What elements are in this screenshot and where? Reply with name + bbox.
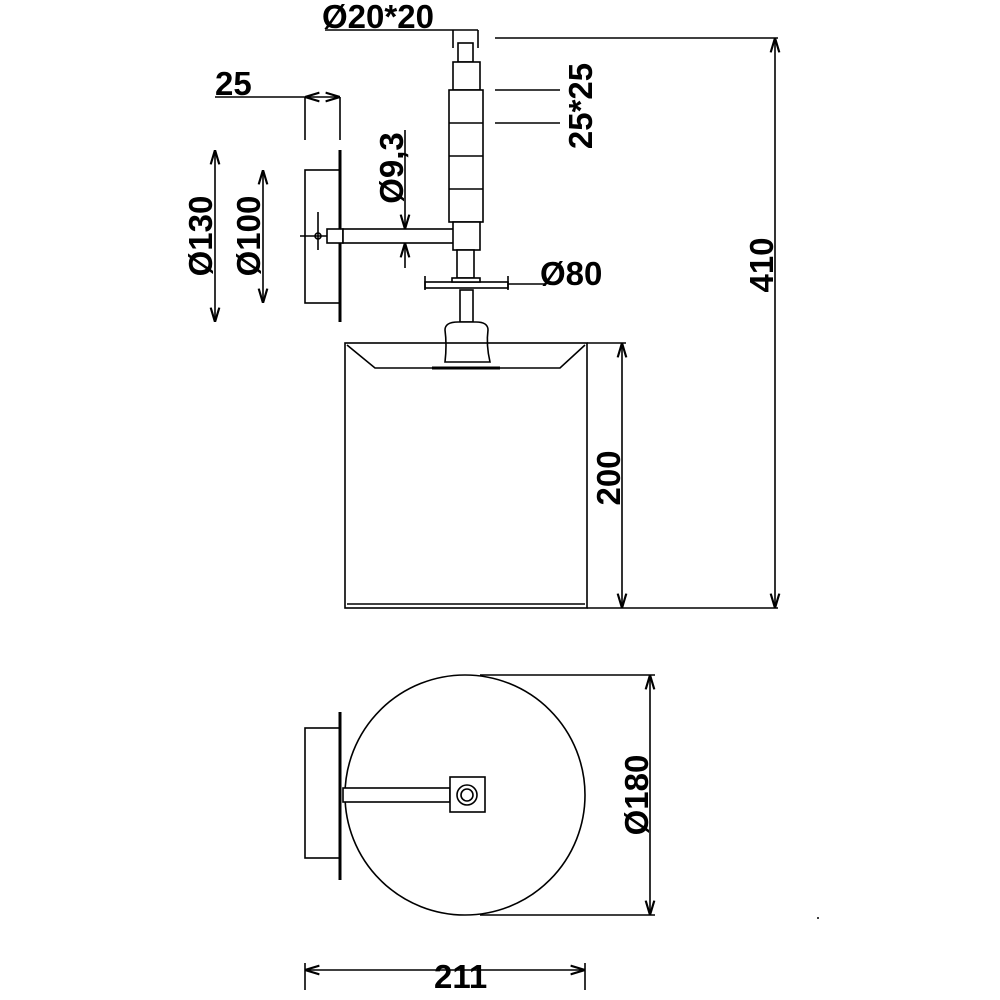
top-cap-label: Ø20*20 [322,0,434,35]
shade-height-label: 200 [590,450,627,505]
dimension-lines [215,29,778,609]
projection-label: 211 [434,958,487,995]
disk-label: Ø80 [540,255,602,292]
plate-inner-label: Ø100 [230,196,267,277]
shade-diameter-label: Ø180 [618,755,655,836]
side-view [300,42,588,609]
plate-depth-label: 25 [215,65,252,102]
stem-body [424,42,509,363]
total-height-label: 410 [743,237,780,292]
top-view [304,674,819,990]
plate-outer-label: Ø130 [182,196,219,277]
body-section-label: 25*25 [562,63,599,149]
arm [326,228,456,244]
lamp-shade [344,342,588,609]
arm-diameter-label: Ø9,3 [373,132,410,204]
